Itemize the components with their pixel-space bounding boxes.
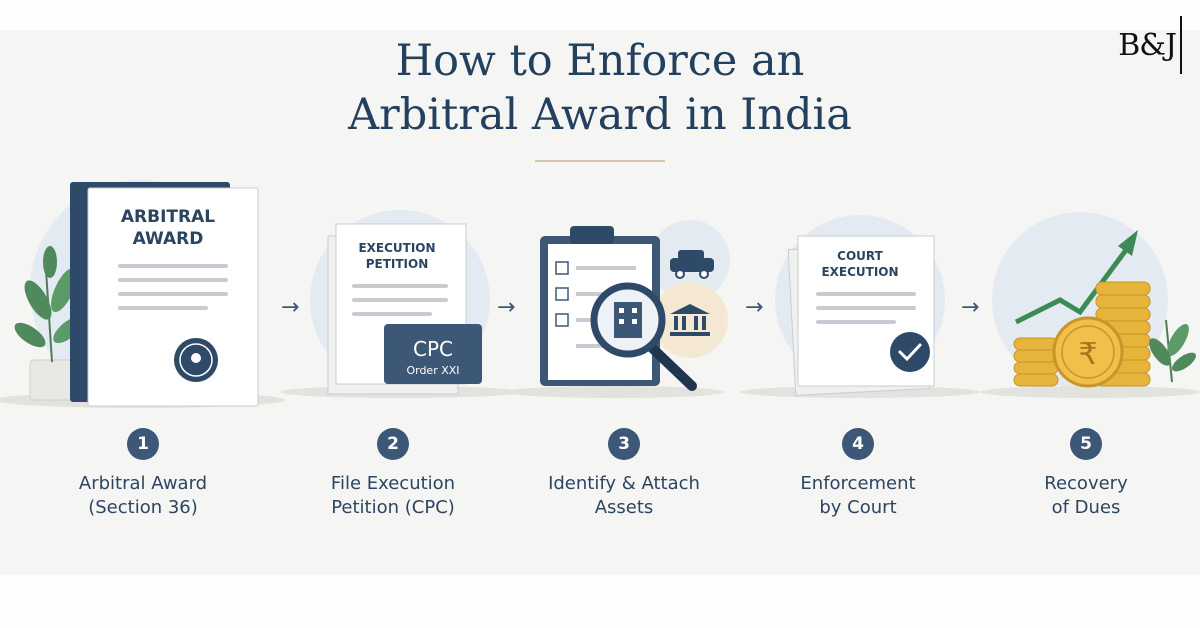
award-heading-2: AWARD <box>133 229 204 249</box>
flow-arrow-4: → <box>961 295 980 320</box>
step-number-badge: 1 <box>127 428 159 460</box>
step-label: Arbitral Award (Section 36) <box>78 473 208 518</box>
logo-text: B&J <box>1118 27 1177 63</box>
step-2: 2 File Execution Petition (CPC) <box>283 428 503 520</box>
title-underline <box>535 160 665 162</box>
flow-arrow-2: → <box>497 295 516 320</box>
step-number-badge: 3 <box>608 428 640 460</box>
step-number-badge: 5 <box>1070 428 1102 460</box>
step-number-badge: 2 <box>377 428 409 460</box>
title-line-2: Arbitral Award in India <box>348 90 852 140</box>
step-label: File Execution Petition (CPC) <box>330 473 456 518</box>
plant-icon <box>1149 319 1196 383</box>
coin-stack-icon: ₹ <box>1013 281 1151 388</box>
seal-icon <box>174 338 218 382</box>
page-title: How to Enforce an Arbitral Award in Indi… <box>0 34 1200 142</box>
petition-heading-1: EXECUTION <box>358 241 435 255</box>
step-3: 3 Identify & Attach Assets <box>514 428 734 520</box>
cpc-title: CPC <box>413 337 453 361</box>
brand-logo: B&J <box>1118 14 1182 76</box>
cpc-subtitle: Order XXI <box>406 364 459 377</box>
arbitral-award-illustration: ARBITRAL AWARD <box>0 180 285 408</box>
step-label: Identify & Attach Assets <box>548 473 700 518</box>
step-5: 5 Recovery of Dues <box>976 428 1196 520</box>
execution-petition-illustration: EXECUTION PETITION CPC Order XXI <box>280 210 520 398</box>
title-line-1: How to Enforce an <box>395 36 805 86</box>
award-heading-1: ARBITRAL <box>121 207 215 227</box>
bank-icon <box>670 304 710 336</box>
step-number-badge: 4 <box>842 428 874 460</box>
court-execution-illustration: COURT EXECUTION <box>740 215 980 398</box>
flow-arrow-3: → <box>745 295 764 320</box>
step-label: Recovery of Dues <box>1044 473 1128 518</box>
magnifier-icon <box>590 282 697 391</box>
flow-arrow-1: → <box>281 295 300 320</box>
step-4: 4 Enforcement by Court <box>748 428 968 520</box>
recovery-illustration: ₹ <box>980 212 1200 398</box>
court-heading-2: EXECUTION <box>821 265 898 279</box>
cpc-badge <box>384 324 482 384</box>
growth-arrow-icon <box>1014 230 1138 325</box>
step-1: 1 Arbitral Award (Section 36) <box>33 428 253 520</box>
logo-divider <box>1180 16 1182 74</box>
court-heading-1: COURT <box>837 249 883 263</box>
checkmark-icon <box>890 332 930 372</box>
car-icon <box>670 250 714 279</box>
assets-illustration <box>505 220 730 398</box>
step-label: Enforcement by Court <box>800 473 916 518</box>
petition-heading-2: PETITION <box>366 257 429 271</box>
rupee-icon: ₹ <box>1078 337 1097 372</box>
